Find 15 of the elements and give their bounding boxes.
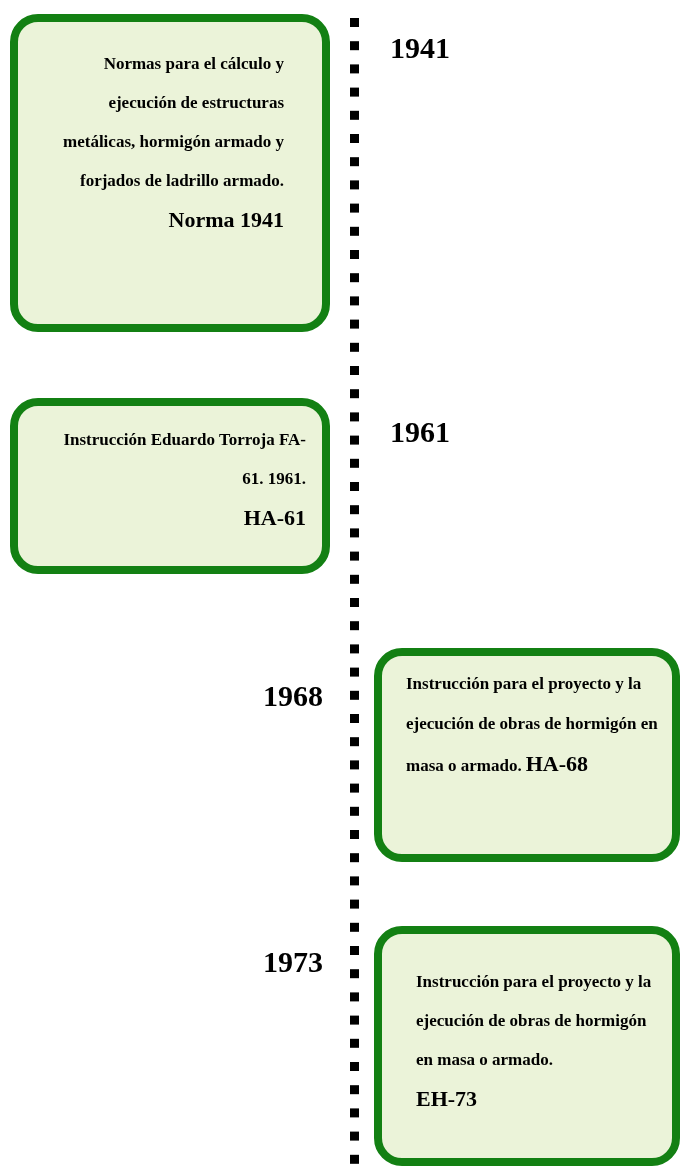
- year-label: 1973: [263, 944, 323, 980]
- year-label: 1961: [390, 414, 450, 450]
- code-label: EH-73: [416, 1085, 479, 1113]
- code-label: Norma 1941: [167, 206, 284, 234]
- description-text: Instrucción Eduardo Torroja FA-61. 1961.: [62, 429, 306, 490]
- standard-card: [10, 398, 330, 574]
- standard-card: [10, 14, 330, 332]
- standard-card: [374, 648, 680, 862]
- description-text: Instrucción para el proyecto y la ejecución de obras de hormigón en masa o armado. HA-68: [406, 673, 659, 778]
- year-label: 1941: [390, 30, 450, 66]
- code-label: HA-61: [242, 504, 306, 532]
- standard-card: [374, 926, 680, 1166]
- description-text: Instrucción para el proyecto y la ejecución de obras de hormigón en masa o armado.: [416, 971, 653, 1071]
- description-text: Normas para el cálculo y ejecución de estructuras metálicas, hormigón armado y forjados de ladrillo armado.: [62, 53, 284, 192]
- year-label: 1968: [263, 678, 323, 714]
